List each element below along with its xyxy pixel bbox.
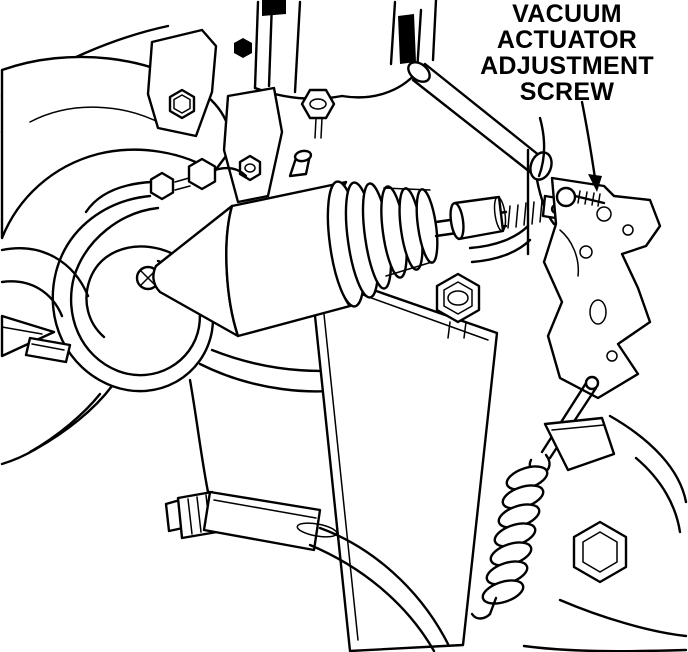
engine-block-top [253,0,438,100]
hose-loop [0,194,215,494]
hex-nut [435,272,481,339]
callout-label-line: VACUUM [512,0,622,28]
bottom-right-housing [522,414,688,652]
callout-label-line: SCREW [519,78,615,106]
callout-label-line: ACTUATOR [496,26,638,54]
callout-label-line: ADJUSTMENT [480,52,654,80]
return-spring [470,375,600,620]
hex-bolt [168,88,196,120]
left-pointed-bracket [0,314,72,364]
cable-connector [202,490,322,552]
linkage-hoses [468,224,532,264]
block-hex-bolt [300,88,336,139]
callout-arrow-icon [580,100,602,192]
right-block-edge [526,116,546,256]
second-bracket [222,38,284,204]
callout-label: VACUUM ACTUATOR ADJUSTMENT SCREW [460,1,674,105]
dark-bolt-head [234,38,252,58]
upper-bracket [146,28,218,138]
adjustment-screw [555,186,606,208]
hose-fittings [84,157,248,214]
mounting-bracket [542,176,662,400]
shield-plate [308,266,499,652]
throttle-cable [164,490,450,652]
vacuum-actuator [135,149,572,338]
large-hex-bolt [572,520,628,584]
